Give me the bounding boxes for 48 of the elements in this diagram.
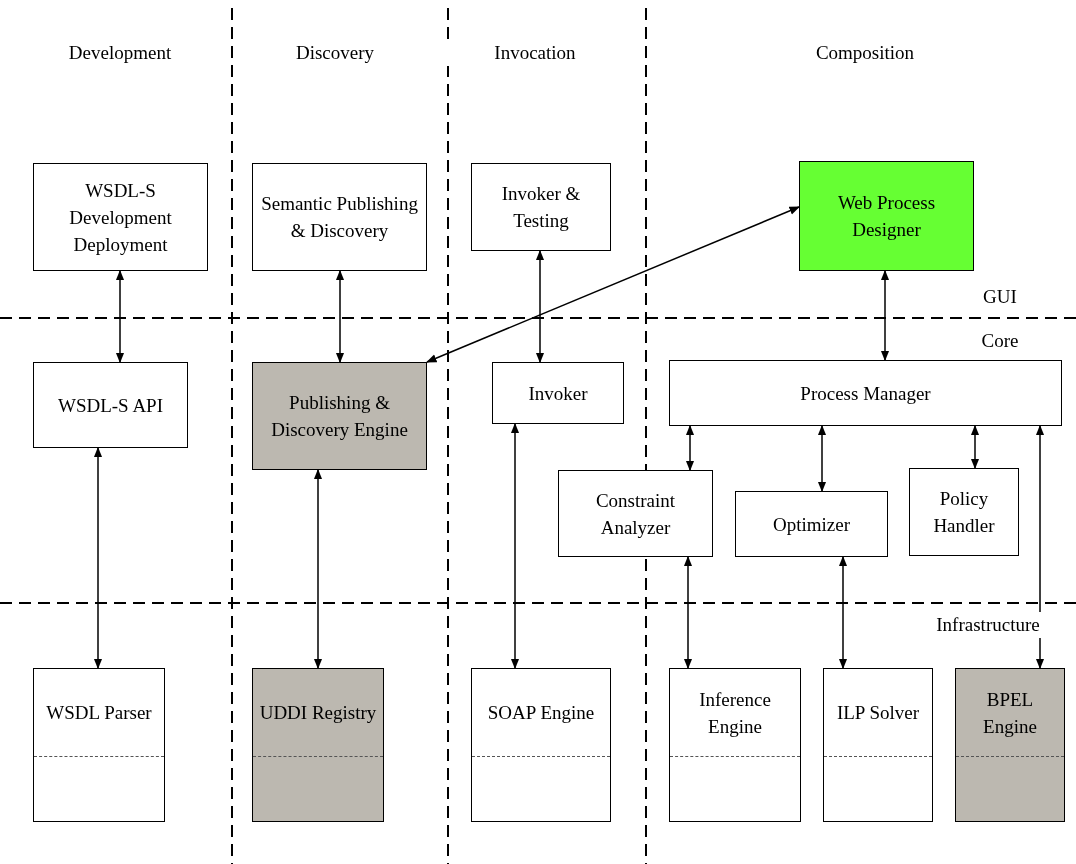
double-arrow: [510, 422, 520, 670]
double-arrow: [838, 555, 848, 670]
box-label: WSDL Parser: [46, 701, 152, 725]
component-box: [735, 491, 888, 557]
double-arrow: [970, 424, 980, 470]
double-arrow: [683, 555, 693, 670]
double-arrow: [535, 249, 545, 364]
component-box: [492, 362, 624, 424]
box-label: Policy Handler: [932, 487, 996, 538]
component-box: [252, 163, 427, 271]
box-label: Optimizer: [773, 512, 850, 537]
box-label: Process Manager: [800, 381, 931, 406]
double-arrow: [313, 468, 323, 670]
double-arrow: [1035, 424, 1045, 670]
box-label: ILP Solver: [836, 701, 920, 725]
box-label: Invoker: [528, 381, 588, 406]
component-box: [823, 668, 933, 822]
box-label: Invoker & Testing: [500, 182, 582, 233]
box-label: WSDL-S API: [57, 393, 163, 418]
component-box: [955, 668, 1065, 822]
box-label: Semantic Publishing & Discovery: [260, 192, 419, 243]
component-box: [471, 163, 611, 251]
box-label: Publishing & Discovery Engine: [270, 391, 409, 442]
component-box: [669, 668, 801, 822]
component-box: [799, 161, 974, 271]
box-label: Web Process Designer: [836, 191, 937, 242]
box-label: SOAP Engine: [487, 701, 595, 725]
component-box: [909, 468, 1019, 556]
double-arrow: [685, 424, 695, 472]
double-arrow: [880, 269, 890, 362]
component-box: [252, 362, 427, 470]
double-arrow: [426, 206, 800, 363]
component-box: [669, 360, 1062, 426]
component-box: [33, 163, 208, 271]
double-arrow: [335, 269, 345, 364]
component-box: [33, 668, 165, 822]
double-arrow: [93, 446, 103, 670]
double-arrow: [115, 269, 125, 364]
double-arrow: [817, 424, 827, 493]
component-box: [252, 668, 384, 822]
box-label: WSDL-S Development Deployment: [68, 178, 173, 257]
box-label: Constraint Analyzer: [594, 488, 677, 540]
box-label: Inference Engine: [698, 687, 772, 739]
component-box: [33, 362, 188, 448]
box-label: BPEL Engine: [982, 687, 1038, 739]
component-box: [471, 668, 611, 822]
box-label: UDDI Registry: [259, 701, 377, 725]
component-box: [558, 470, 713, 557]
